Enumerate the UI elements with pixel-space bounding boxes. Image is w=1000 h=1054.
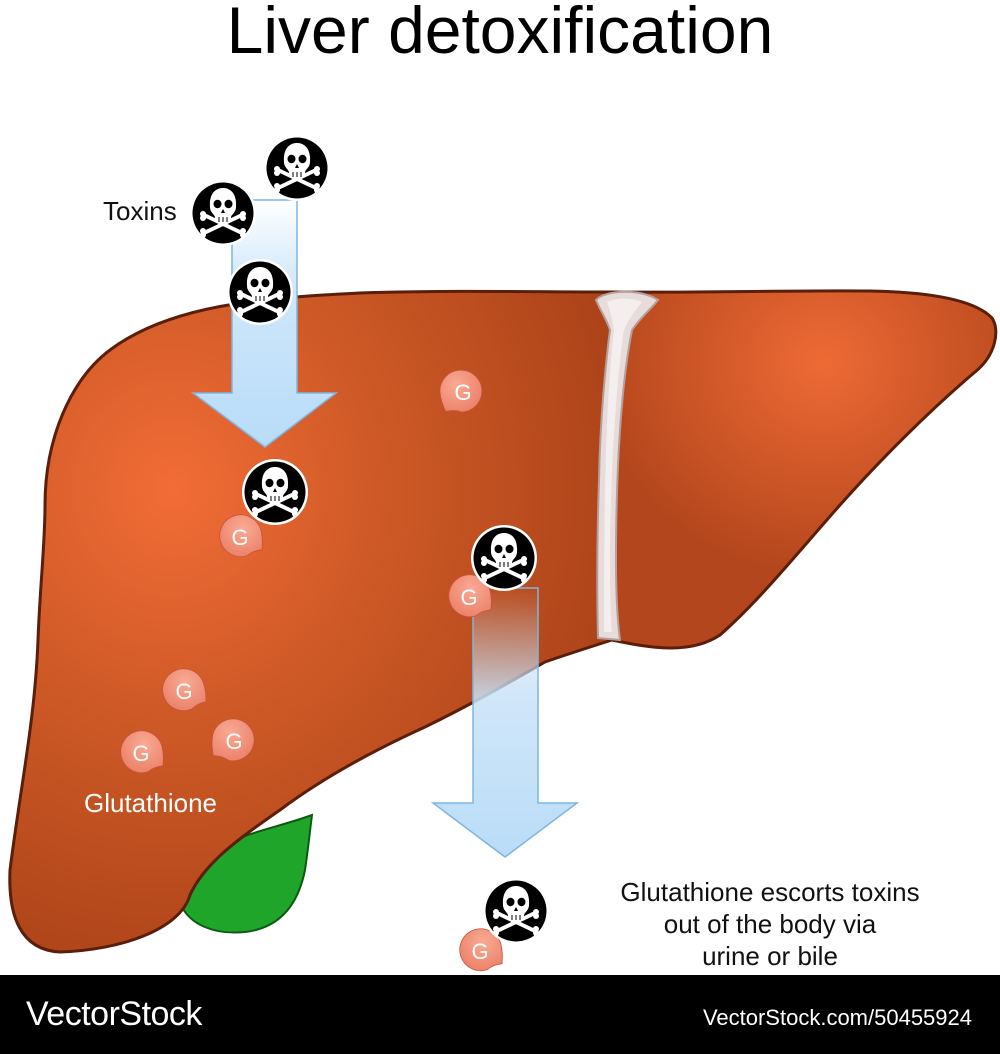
stock-id[interactable]: VectorStock.com/50455924 bbox=[702, 1005, 972, 1030]
glutathione-letter: G bbox=[225, 729, 242, 754]
escort-caption-line: Glutathione escorts toxins bbox=[620, 877, 920, 907]
glutathione-letter: G bbox=[454, 380, 471, 405]
brand-logo[interactable]: VectorStock bbox=[26, 995, 202, 1033]
glutathione-letter: G bbox=[175, 679, 192, 704]
toxin-skull-icon bbox=[262, 133, 332, 203]
glutathione-letter: G bbox=[231, 525, 248, 550]
toxin-skull-icon bbox=[481, 876, 551, 946]
toxin-skull-icon bbox=[188, 178, 258, 248]
page-title: Liver detoxification bbox=[226, 0, 774, 67]
escort-caption-line: urine or bile bbox=[702, 941, 838, 971]
toxin-skull-icon bbox=[225, 257, 295, 327]
escort-caption: Glutathione escorts toxins out of the bo… bbox=[600, 876, 940, 972]
glutathione-letter: G bbox=[471, 939, 488, 964]
glutathione-label: Glutathione bbox=[84, 788, 217, 818]
liver-diagram: G G G G G G G bbox=[8, 133, 998, 975]
footer-bar: VectorStock VectorStock.com/50455924 bbox=[0, 975, 1000, 1054]
glutathione-letter: G bbox=[460, 585, 477, 610]
toxins-label: Toxins bbox=[103, 196, 177, 226]
escort-caption-line: out of the body via bbox=[663, 909, 877, 939]
toxin-skull-icon bbox=[469, 523, 539, 593]
glutathione-letter: G bbox=[132, 741, 149, 766]
excretion-arrow bbox=[430, 587, 580, 858]
liver-right-lobe bbox=[610, 289, 998, 650]
toxin-skull-icon bbox=[240, 457, 310, 527]
